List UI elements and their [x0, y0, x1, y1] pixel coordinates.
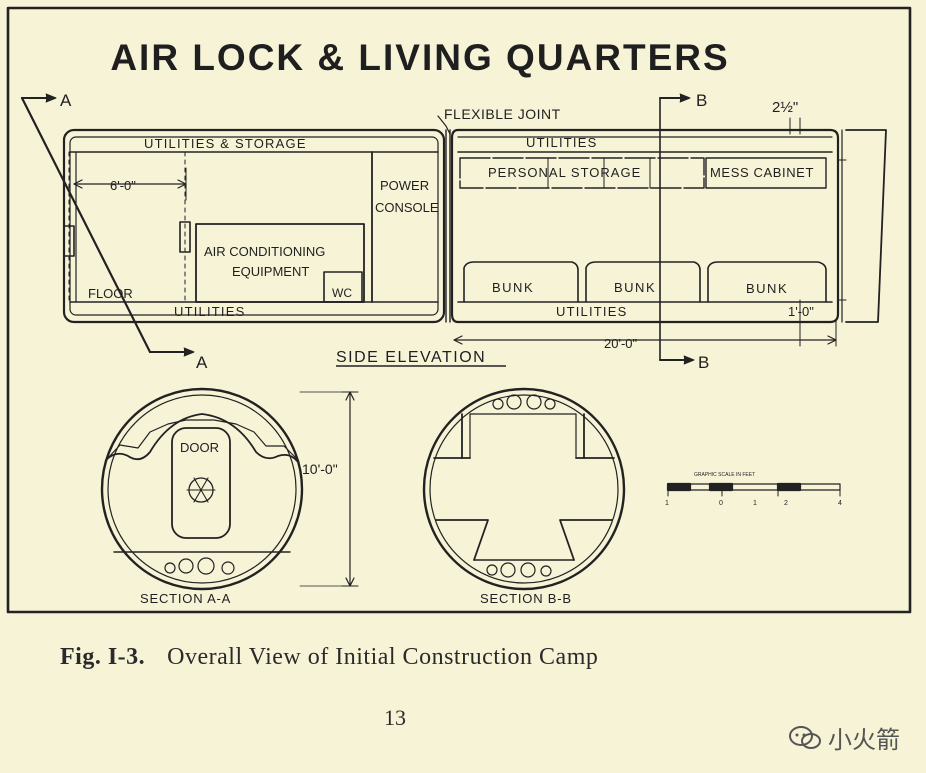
twenty-ft-dimension: 20'-0"	[604, 336, 638, 351]
air-conditioning-label: AIR CONDITIONING	[204, 244, 325, 259]
scale-tick-3: 1	[753, 500, 757, 507]
utilities-storage-label: UTILITIES & STORAGE	[144, 136, 307, 151]
chat-bubble-icon	[789, 725, 821, 749]
console-label: CONSOLE	[375, 200, 439, 215]
figure-caption-text: Overall View of Initial Construction Cam…	[167, 644, 599, 670]
section-b-bottom-label: B	[698, 353, 709, 372]
power-label: POWER	[380, 178, 429, 193]
floor-label: FLOOR	[88, 286, 133, 301]
scale-tick-1: 1	[665, 500, 669, 507]
watermark-text: 小火箭	[828, 726, 900, 754]
section-aa-circle	[100, 387, 304, 591]
wc-label: WC	[332, 286, 352, 300]
equipment-label: EQUIPMENT	[232, 264, 309, 279]
utilities-top-right-label: UTILITIES	[526, 135, 597, 150]
section-bb-circle	[422, 387, 626, 591]
watermark: 小火箭	[788, 720, 900, 755]
one-ft-dimension: 1'-0"	[788, 304, 814, 319]
scale-tick-4: 2	[784, 500, 788, 507]
section-aa-label: SECTION A-A	[140, 591, 231, 606]
figure-number: Fig. I-3.	[60, 644, 146, 670]
frame-border	[6, 6, 912, 614]
utilities-bottom-left-label: UTILITIES	[174, 304, 245, 319]
scale-tick-5: 4	[838, 500, 842, 507]
scale-tick-2: 0	[719, 500, 723, 507]
section-b-top-label: B	[696, 91, 707, 110]
section-a-top-label: A	[60, 91, 72, 110]
personal-storage-label: PERSONAL STORAGE	[488, 165, 641, 180]
diagram-title: AIR LOCK & LIVING QUARTERS	[110, 37, 729, 78]
section-a-bottom-label: A	[196, 353, 208, 372]
section-bb-label: SECTION B-B	[480, 591, 572, 606]
bunk-label-1: BUNK	[492, 280, 534, 295]
six-ft-dimension: 6'-0"	[110, 178, 136, 193]
ten-ft-dimension: 10'-0"	[302, 461, 338, 477]
graphic-scale-label: GRAPHIC SCALE IN FEET	[694, 472, 755, 478]
flexible-joint-label: FLEXIBLE JOINT	[444, 106, 561, 122]
side-elevation-label: SIDE ELEVATION	[336, 349, 486, 366]
two-half-label: 2½"	[772, 99, 798, 116]
living-module	[450, 128, 840, 324]
bunk-label-3: BUNK	[746, 281, 788, 296]
utilities-bottom-right-label: UTILITIES	[556, 304, 627, 319]
mess-cabinet-label: MESS CABINET	[710, 165, 814, 180]
figure-caption: Fig. I-3. Overall View of Initial Constru…	[60, 644, 598, 671]
door-label: DOOR	[180, 440, 219, 455]
bunk-label-2: BUNK	[614, 280, 656, 295]
page-number: 13	[384, 705, 406, 730]
